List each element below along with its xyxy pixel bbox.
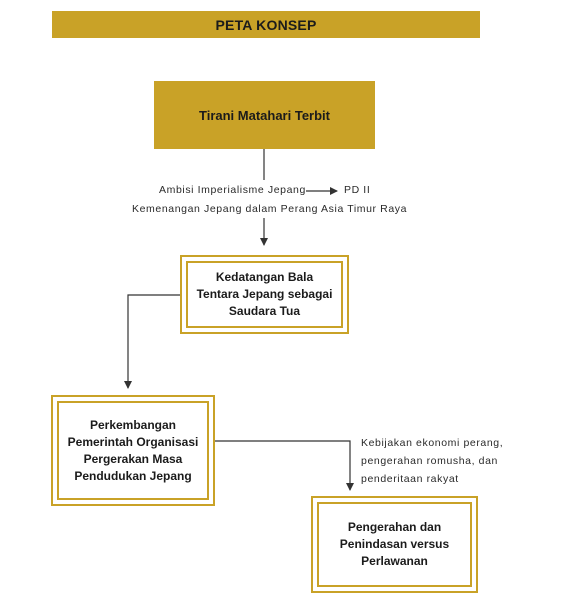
node-root-label: Tirani Matahari Terbit [199, 107, 330, 123]
node-kedatangan-line1: Kedatangan Bala [215, 270, 314, 284]
label-kebijakan-line2: pengerahan romusha, dan [361, 455, 498, 467]
concept-map-title: PETA KONSEP [215, 16, 317, 33]
arrow-kedatangan-to-perkembangan [124, 294, 182, 389]
node-pengerahan-line2: Penindasan versus [339, 537, 450, 551]
node-perkembangan-line3: Pergerakan Masa [83, 451, 183, 466]
label-pd2: PD II [344, 184, 371, 196]
label-ambisi-imperialisme: Ambisi Imperialisme Jepang [159, 184, 306, 196]
node-tirani-matahari-terbit: Tirani Matahari Terbit [154, 81, 375, 149]
node-pengerahan-line1: Pengerahan dan [347, 520, 442, 534]
node-kedatangan-line3: Saudara Tua [228, 304, 301, 318]
concept-map-header: PETA KONSEP [52, 11, 480, 38]
label-kemenangan-jepang: Kemenangan Jepang dalam Perang Asia Timu… [132, 203, 408, 215]
label-kebijakan-line1: Kebijakan ekonomi perang, [361, 437, 504, 449]
node-kedatangan-line2: Tentara Jepang sebagai [196, 287, 333, 301]
node-perkembangan-line4: Pendudukan Jepang [74, 468, 192, 483]
node-pengerahan-line3: Perlawanan [361, 554, 428, 568]
node-kedatangan-bala-tentara: Kedatangan Bala Tentara Jepang sebagai S… [180, 255, 349, 334]
node-perkembangan-line1: Perkembangan [89, 417, 177, 432]
node-perkembangan-line2: Pemerintah Organisasi [67, 434, 199, 449]
arrow-perkembangan-to-pengerahan [213, 440, 354, 491]
label-kebijakan-line3: penderitaan rakyat [361, 473, 459, 485]
node-perkembangan-pemerintah: Perkembangan Pemerintah Organisasi Perge… [51, 395, 215, 506]
node-pengerahan-penindasan: Pengerahan dan Penindasan versus Perlawa… [311, 496, 478, 593]
